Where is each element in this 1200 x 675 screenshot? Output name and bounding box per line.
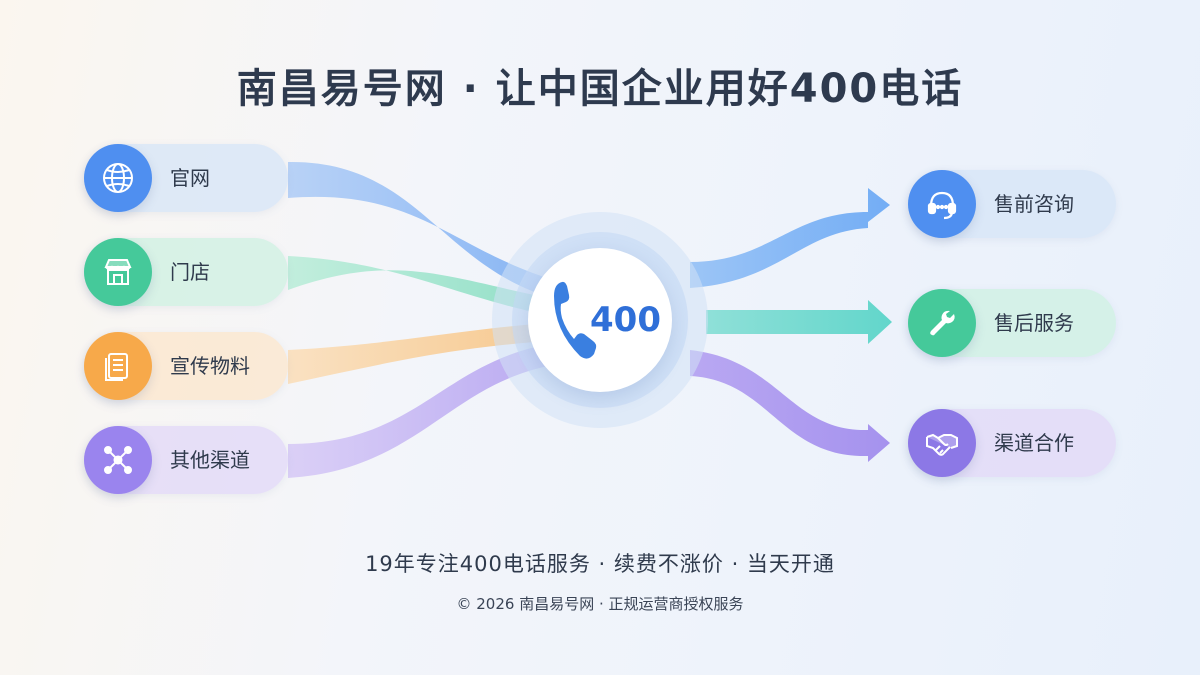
flow-ribbon-print [288, 322, 560, 384]
headset-icon [908, 170, 976, 238]
network-icon [84, 426, 152, 494]
target-label: 售后服务 [994, 311, 1074, 335]
source-store: 门店 [84, 238, 288, 306]
hub-400 [528, 248, 672, 392]
flow-ribbon-partnership [690, 350, 890, 462]
wrench-icon [908, 289, 976, 357]
footer-copyright: © 2026 南昌易号网 · 正规运营商授权服务 [456, 595, 744, 613]
flow-ribbon-website [288, 161, 560, 300]
source-label: 其他渠道 [170, 448, 250, 472]
phone-icon [554, 281, 597, 359]
flow-ribbon-store [288, 256, 560, 318]
hub-number: 400 [590, 300, 661, 340]
source-print-materials: 宣传物料 [84, 332, 288, 400]
flow-ribbon-other [288, 342, 560, 478]
flow-ribbon-aftersales [706, 300, 892, 344]
source-label: 门店 [170, 260, 210, 284]
target-presales: 售前咨询 [908, 170, 1116, 238]
page-title: 南昌易号网 · 让中国企业用好400电话 [236, 66, 964, 112]
target-partnership: 渠道合作 [908, 409, 1116, 477]
source-other-channels: 其他渠道 [84, 426, 288, 494]
source-label: 官网 [170, 166, 210, 190]
source-website: 官网 [84, 144, 288, 212]
flow-ribbon-presales [690, 188, 890, 288]
source-label: 宣传物料 [170, 354, 250, 378]
tagline: 19年专注400电话服务 · 续费不涨价 · 当天开通 [365, 552, 835, 576]
target-label: 渠道合作 [994, 431, 1074, 455]
storefront-icon [84, 238, 152, 306]
target-aftersales: 售后服务 [908, 289, 1116, 357]
globe-icon [84, 144, 152, 212]
handshake-icon [908, 409, 976, 477]
document-icon [84, 332, 152, 400]
target-label: 售前咨询 [994, 192, 1074, 216]
